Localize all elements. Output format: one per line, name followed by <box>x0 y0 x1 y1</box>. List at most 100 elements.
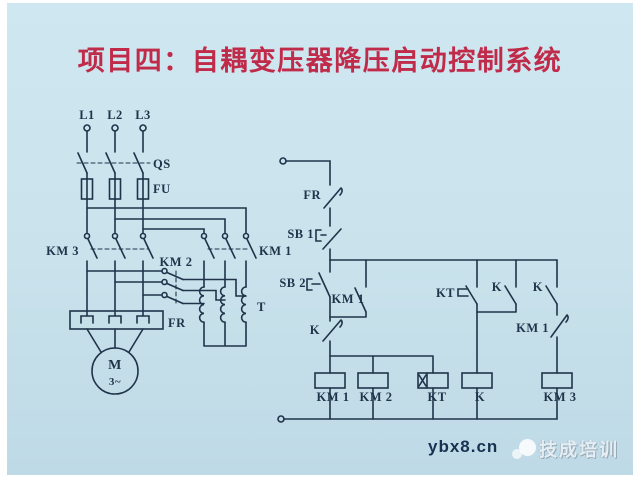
contact-terminal <box>200 232 208 240</box>
brand-logo-icon <box>519 439 536 456</box>
sb2-actuator <box>306 278 321 291</box>
footer-brand-name: 技成培训 <box>539 440 619 460</box>
k-seal-blade <box>504 285 517 305</box>
footer-site-url: ybx8.cn <box>428 437 499 456</box>
k-seal-label: K <box>492 280 502 294</box>
km1-seal-blade <box>354 287 367 313</box>
k-coil <box>461 372 493 389</box>
circuit-diagram: L1 L2 L3 QS FU <box>46 108 577 423</box>
km3-main-contacts: KM 3 <box>46 232 154 312</box>
coil-return-wire <box>329 387 558 420</box>
sb2-blade <box>318 272 331 298</box>
contact-terminal <box>242 232 250 240</box>
control-supply <box>279 157 331 186</box>
contact-terminal <box>161 267 168 275</box>
coil-winding <box>198 286 205 323</box>
sb1-stop-button: SB 1 <box>287 227 342 261</box>
km1-interlock-label: KM 1 <box>516 321 549 335</box>
motor-lead <box>86 328 144 353</box>
fr-nc-contact: FR <box>303 187 343 227</box>
contact-terminal <box>139 232 147 240</box>
k-coil-label: K <box>475 390 485 404</box>
k-nc-blade <box>322 319 343 342</box>
kt-coil-delay-cell <box>418 372 428 389</box>
km3-coil <box>541 372 573 389</box>
km2-label: KM 2 <box>160 255 193 269</box>
sb1-blade <box>322 228 342 250</box>
kt-delay-cup <box>457 288 469 297</box>
km1-seal-in-contact: KM 1 <box>329 259 367 318</box>
fr-contact-label: FR <box>303 188 321 202</box>
km1-coil-label: KM 1 <box>317 390 350 404</box>
coil-winding <box>219 286 226 323</box>
qs-label: QS <box>153 157 171 171</box>
motor-type-label: 3~ <box>109 376 121 388</box>
fuse-wire <box>86 178 144 200</box>
k-nc-label: K <box>310 323 320 337</box>
km1-interlock-blade <box>550 314 569 338</box>
k-seal-contact: K <box>476 259 517 374</box>
km1-seal-label: KM 1 <box>332 292 365 306</box>
wire-to-km1-c <box>142 228 205 234</box>
km2-blade <box>166 271 184 305</box>
transformer-label: T <box>257 300 266 314</box>
sb1-actuator <box>315 229 327 242</box>
coil-row: KM 1 KM 2 KT K KM 3 <box>314 372 577 404</box>
km3-label: KM 3 <box>46 244 79 258</box>
k-no-blade <box>545 285 558 305</box>
k-no-label: K <box>533 280 543 294</box>
slide: 项目四：自耦变压器降压启动控制系统 L1 L2 L3 QS <box>7 3 633 475</box>
wire-branch-km2 <box>86 270 163 296</box>
wire-to-km1-a <box>86 207 247 234</box>
control-wire <box>476 303 517 374</box>
km2-coil <box>357 372 389 389</box>
fr-box <box>69 310 164 330</box>
terminal-circle <box>111 124 119 132</box>
autotransformer: T <box>198 286 266 347</box>
motor-circle <box>91 347 139 395</box>
km3-out-wire <box>86 260 144 312</box>
qs-wire <box>86 172 144 180</box>
k-nc-contact: K <box>310 316 343 357</box>
qs-blade <box>77 152 144 174</box>
km2-coil-label: KM 2 <box>360 390 393 404</box>
fu-fuses: FU <box>80 178 170 200</box>
contact-terminal <box>161 278 168 286</box>
sb1-label: SB 1 <box>287 227 314 241</box>
phase-terminals: L1 L2 L3 <box>79 108 151 153</box>
km1-out-wire <box>203 260 247 288</box>
bottom-rail <box>277 387 558 423</box>
fr-heater <box>80 310 94 324</box>
kt-coil-label: KT <box>427 390 446 404</box>
motor-label: M <box>108 358 122 373</box>
qs-disconnect-switch: QS <box>76 152 171 180</box>
contact-terminal <box>83 232 91 240</box>
fr-label: FR <box>168 316 186 330</box>
fr-contact-blade <box>323 187 343 209</box>
slide-title: 项目四：自耦变压器降压启动控制系统 <box>77 46 563 76</box>
phase-label-l3: L3 <box>135 108 151 122</box>
km1-label: KM 1 <box>259 244 292 258</box>
kt-contact-label: KT <box>436 286 455 300</box>
terminal-circle <box>83 124 91 132</box>
km3-coil-label: KM 3 <box>544 390 577 404</box>
phase-label-l1: L1 <box>79 108 95 122</box>
motor: M 3~ <box>86 328 144 395</box>
phase-label-l2: L2 <box>107 108 123 122</box>
km1-main-contacts: KM 1 <box>200 232 292 288</box>
footer: ybx8.cn 技成培训 <box>7 433 633 467</box>
terminal-circle <box>279 157 287 165</box>
coil-feed-wire <box>329 355 434 374</box>
fr-heater <box>108 310 122 324</box>
control-wire <box>329 311 367 318</box>
k-no-contact-branch: K KM 1 <box>516 259 569 374</box>
star-point-wire <box>203 321 247 347</box>
contact-terminal <box>111 232 119 240</box>
phase-wire <box>86 130 144 153</box>
terminal-circle <box>277 415 285 423</box>
terminal-circle <box>139 124 147 132</box>
control-wire <box>285 160 331 186</box>
brand-logo-icon <box>512 449 522 459</box>
km1-coil <box>314 372 346 389</box>
